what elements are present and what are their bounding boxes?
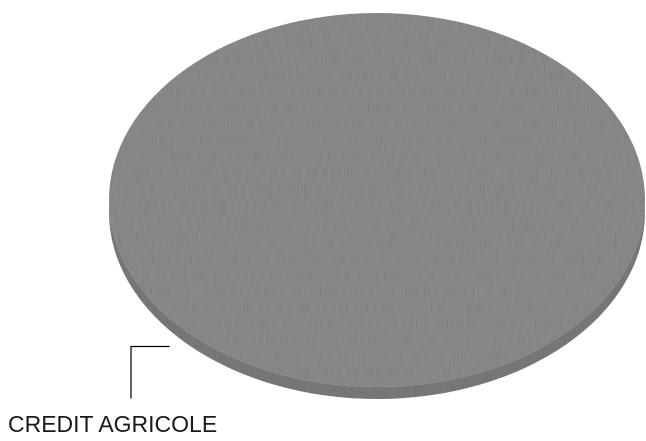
slice-label-0: CREDIT AGRICOLE [8, 411, 217, 437]
pie-labels-group: CREDIT AGRICOLE [8, 347, 217, 437]
slice-leader-line-0 [131, 347, 170, 399]
pie-slices-group [109, 13, 645, 399]
pie-slice-0[interactable] [109, 13, 645, 387]
